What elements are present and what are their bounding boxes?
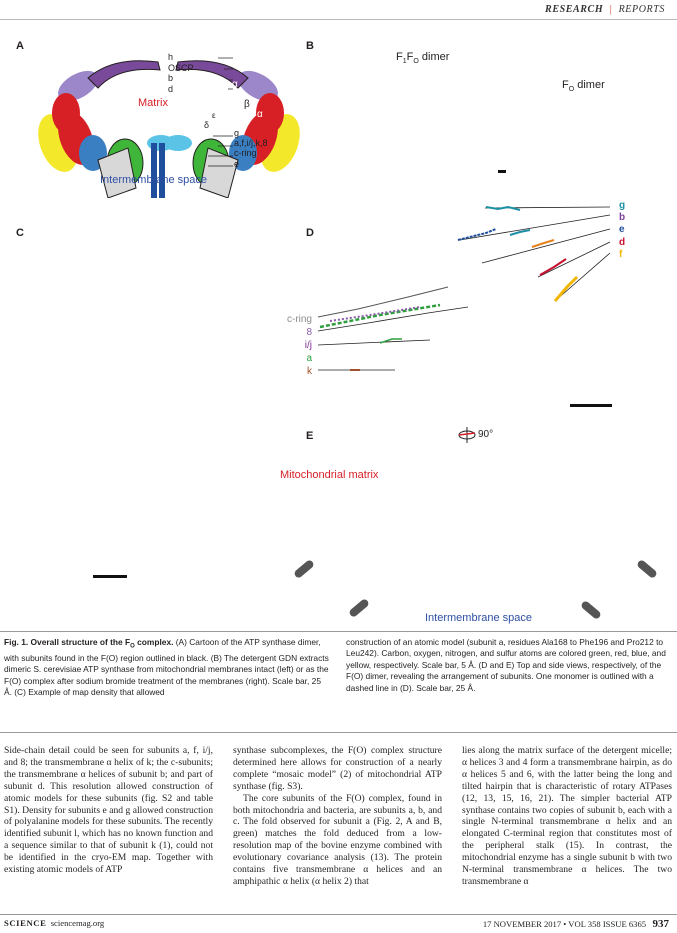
header-separator: | xyxy=(609,4,613,15)
panel-e-label: E xyxy=(306,430,314,442)
body-col2-para2: The core subunits of the F(O) complex, f… xyxy=(233,792,442,887)
scale-bar-d xyxy=(570,404,612,407)
intermembrane-label-e: Intermembrane space xyxy=(425,612,532,624)
panel-d-figure xyxy=(317,205,611,371)
d-label-cring: c-ring xyxy=(286,314,312,325)
footer-left: SCIENCE sciencemag.org xyxy=(4,918,104,928)
d-label-8: 8 xyxy=(306,327,312,338)
panel-a-callouts-bottom: g a,f,i/j,k,8 c-ring e xyxy=(234,128,268,169)
label-e: e xyxy=(234,158,240,169)
panel-a-cartoon xyxy=(38,57,300,198)
caption-rule xyxy=(0,631,677,632)
greek-epsilon: ε xyxy=(212,111,216,120)
body-rule xyxy=(0,732,677,733)
greek-alpha-2: α xyxy=(257,109,263,120)
label-d: d xyxy=(168,83,174,94)
footer-right: 17 NOVEMBER 2017 • VOL 358 ISSUE 6365 93… xyxy=(483,918,669,930)
label-cring: c-ring xyxy=(234,148,257,159)
body-column-2: synthase subcomplexes, the F(O) complex … xyxy=(233,745,442,888)
d-label-e: e xyxy=(619,224,625,236)
label-h: h xyxy=(168,52,174,62)
rotate-arrow-icon xyxy=(458,427,476,443)
panel-c-label: C xyxy=(16,227,24,239)
running-header: RESEARCH | REPORTS xyxy=(545,4,665,15)
panel-a-label: A xyxy=(16,40,24,52)
scale-bar-b xyxy=(498,170,506,173)
label-b: b xyxy=(168,73,174,84)
subsection-label: REPORTS xyxy=(618,4,665,15)
panel-a-callouts-top: h OSCP b d xyxy=(168,52,194,94)
d-label-k: k xyxy=(307,366,312,377)
journal-name: SCIENCE xyxy=(4,918,47,928)
greek-alpha-1: α xyxy=(232,79,238,90)
panel-d-left-labels: c-ring 8 i/j a k xyxy=(282,313,312,378)
panel-d-label: D xyxy=(306,227,314,239)
journal-site: sciencemag.org xyxy=(50,918,105,928)
body-column-1: Side-chain detail could be seen for subu… xyxy=(4,745,213,876)
greek-delta: δ xyxy=(204,120,210,130)
section-label: RESEARCH xyxy=(545,4,604,15)
detergent-blob-2 xyxy=(348,597,370,619)
body-column-3: lies along the matrix surface of the det… xyxy=(462,745,672,887)
fo-dimer-title: FO dimer xyxy=(562,79,605,94)
mito-matrix-label: Mitochondrial matrix xyxy=(280,469,379,481)
d-label-d: d xyxy=(619,236,626,248)
panel-d-right-labels: g b e d f xyxy=(619,200,625,261)
caption-lead: Fig. 1. Overall structure of the FO comp… xyxy=(4,637,174,650)
footer-rule xyxy=(0,914,677,915)
rotation-label: 90° xyxy=(478,429,494,440)
body-col2-para1: synthase subcomplexes, the F(O) complex … xyxy=(233,745,442,792)
d-label-ij: i/j xyxy=(304,340,312,351)
d-label-a: a xyxy=(306,353,312,364)
detergent-blob-3 xyxy=(580,599,602,621)
scale-bar-c xyxy=(93,575,127,578)
greek-gamma: γ xyxy=(221,120,226,130)
matrix-label: Matrix xyxy=(138,97,168,109)
figure-caption-col1: Fig. 1. Overall structure of the FO comp… xyxy=(4,637,330,699)
issue-info: 17 NOVEMBER 2017 • VOL 358 ISSUE 6365 xyxy=(482,919,647,929)
label-afijk8: a,f,i/j,k,8 xyxy=(234,138,268,149)
caption-col1-text: (A) Cartoon of the ATP synthase dimer, w… xyxy=(4,637,329,698)
detergent-blob-4 xyxy=(636,558,658,580)
intermembrane-label: Intermembrane space xyxy=(100,174,207,186)
d-label-f: f xyxy=(619,248,623,260)
d-label-b: b xyxy=(619,212,626,224)
d-label-g: g xyxy=(619,200,626,211)
figure-caption-col2: construction of an atomic model (subunit… xyxy=(346,637,666,693)
f1fo-dimer-title: F1FO dimer xyxy=(396,51,450,66)
page-number: 937 xyxy=(652,918,670,930)
header-rule xyxy=(0,19,677,20)
panel-b-label: B xyxy=(306,40,314,52)
label-g: g xyxy=(234,128,240,138)
detergent-blob-1 xyxy=(293,558,315,580)
label-oscp: OSCP xyxy=(168,62,194,73)
greek-beta: β xyxy=(244,99,250,110)
